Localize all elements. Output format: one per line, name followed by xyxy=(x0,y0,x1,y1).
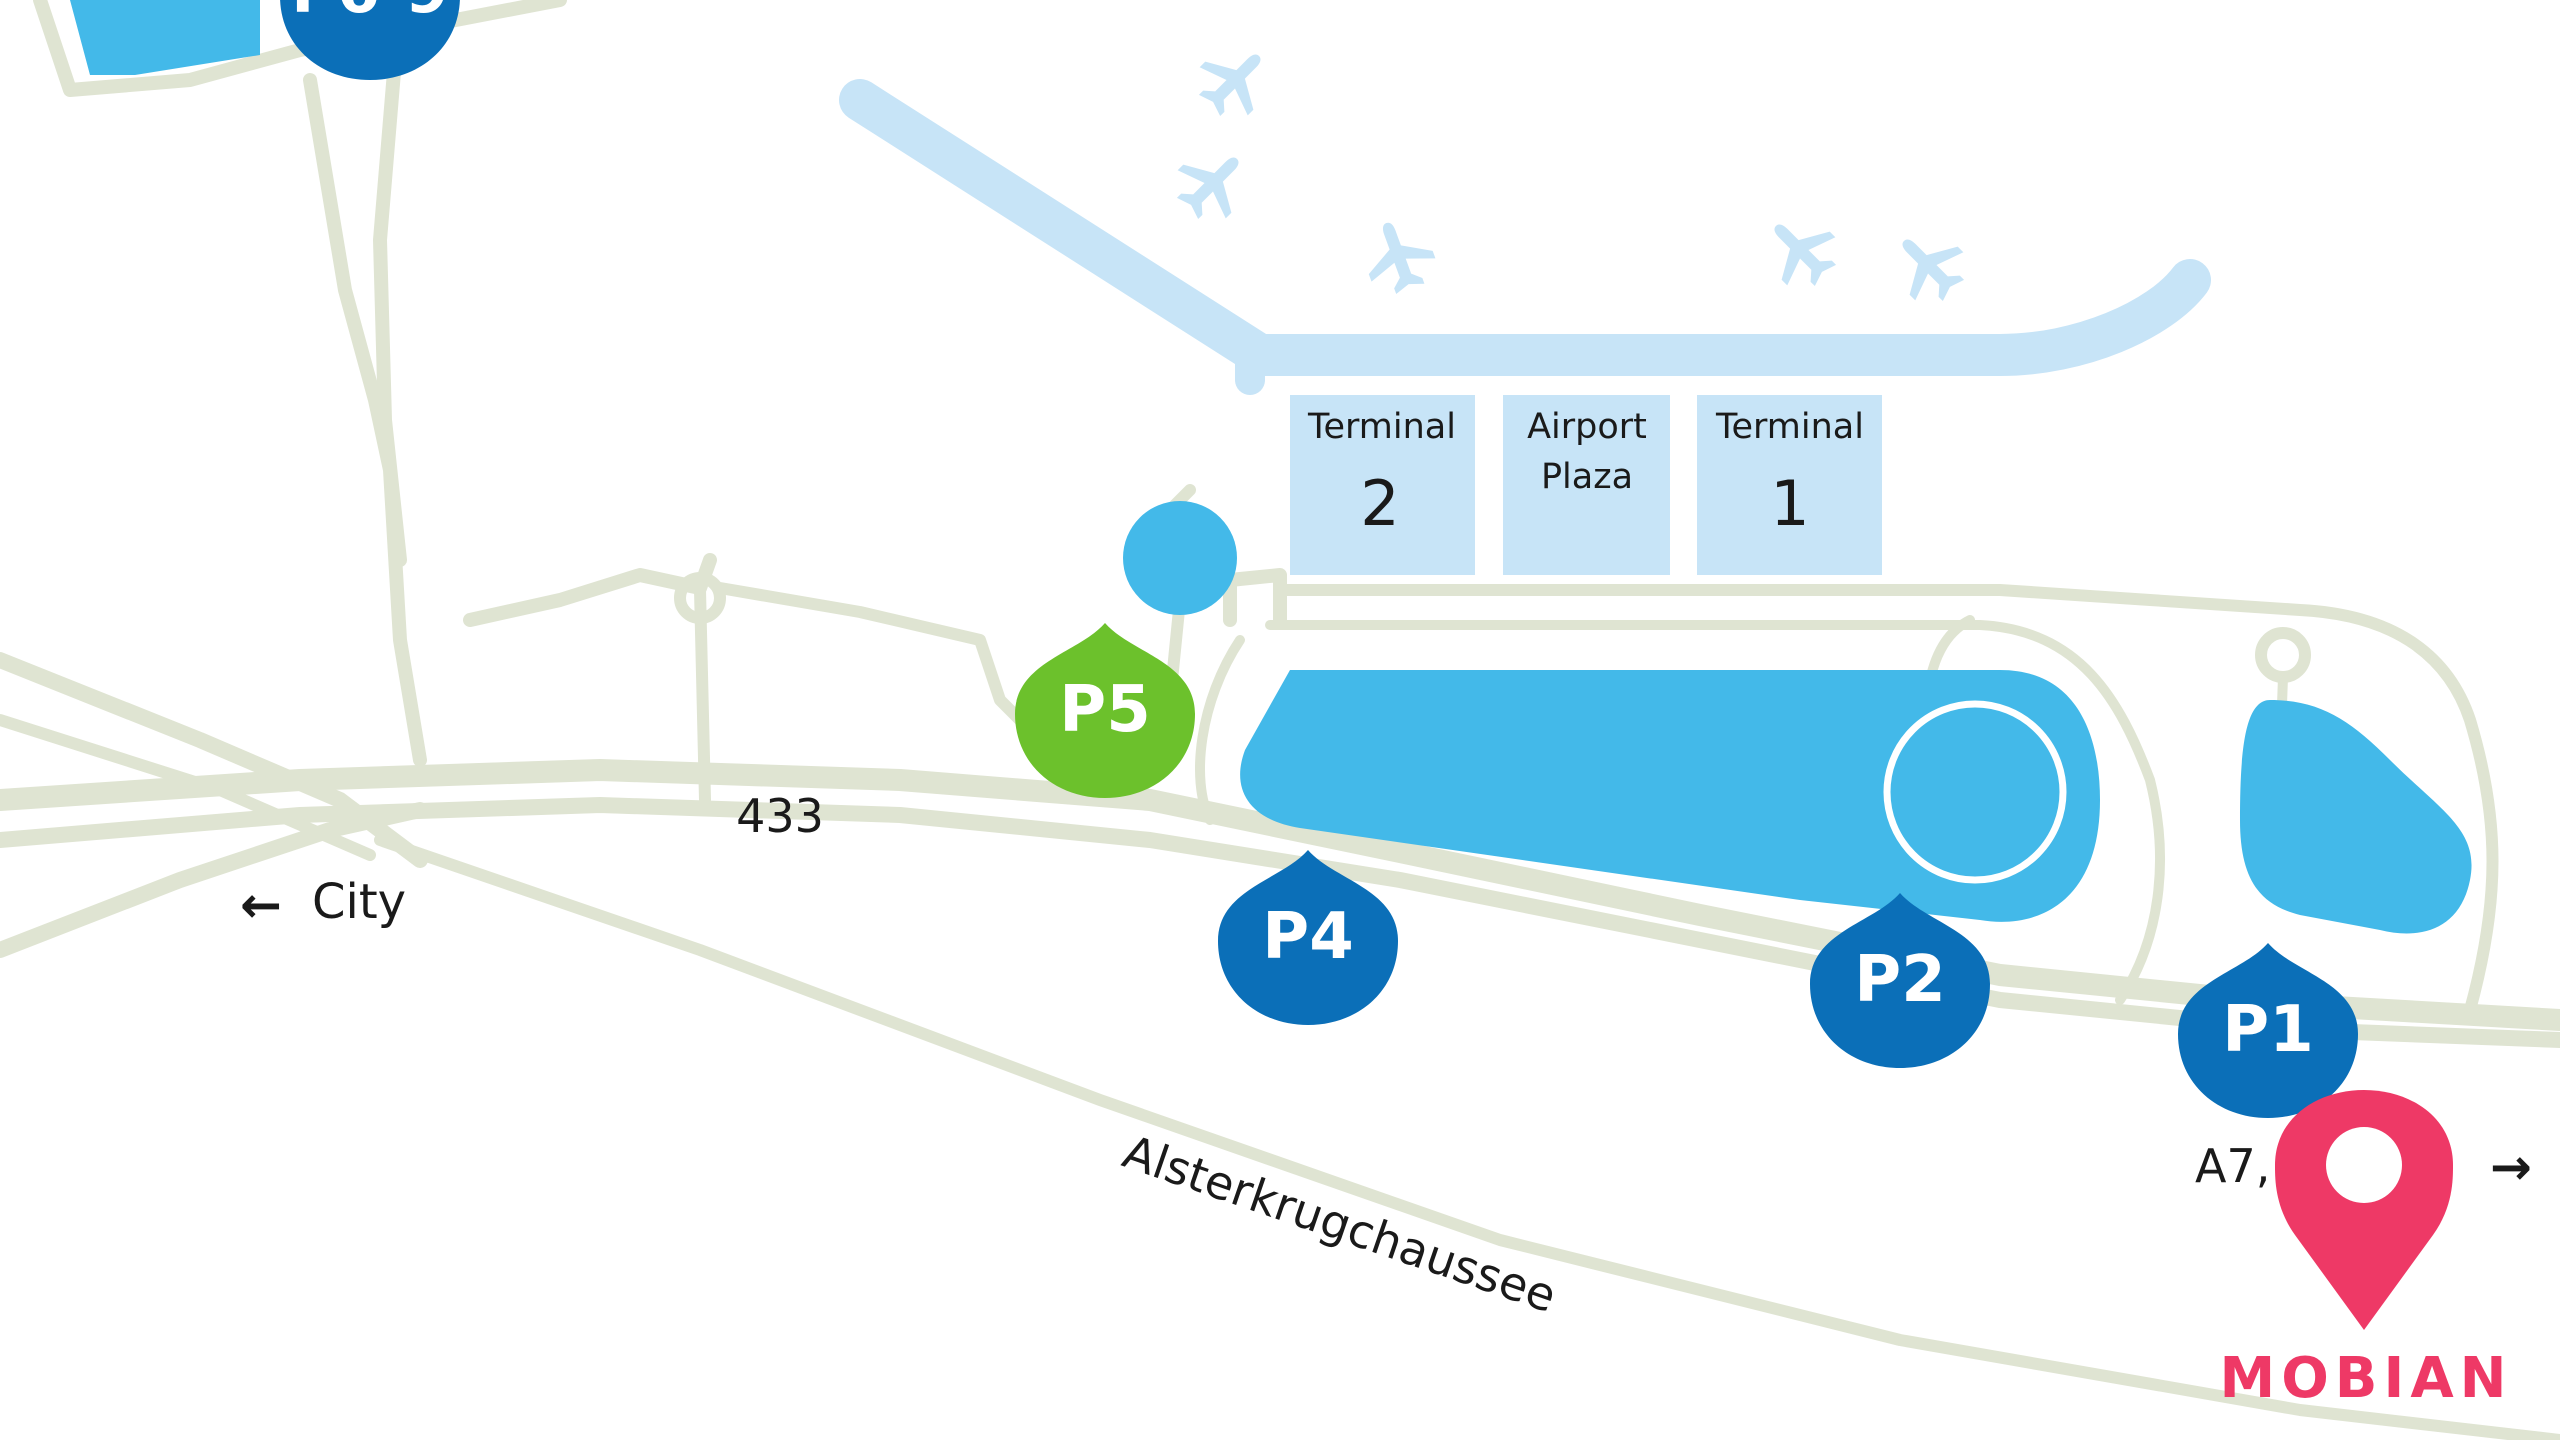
terminal-2[interactable]: Terminal 2 xyxy=(1290,395,1475,575)
parking-lots xyxy=(70,0,2472,934)
parking-pins: P6-9P5P4P2P1 xyxy=(280,0,2358,1118)
terminal-2-label: Terminal xyxy=(1307,407,1456,447)
parking-pin-label: P6-9 xyxy=(291,0,448,27)
airport-plaza-label-2: Plaza xyxy=(1541,457,1633,497)
parking-pin-p2[interactable]: P2 xyxy=(1810,893,1990,1068)
parking-pin-p4[interactable]: P4 xyxy=(1218,850,1398,1025)
parking-pin-label: P1 xyxy=(2222,993,2313,1067)
airplanes xyxy=(1163,31,1978,315)
parking-lot-p5 xyxy=(1123,501,1237,615)
apron-area xyxy=(839,79,2211,395)
parking-lot-p1 xyxy=(2240,700,2472,934)
direction-city: ← City xyxy=(240,874,406,934)
parking-lot-p6-9 xyxy=(70,0,260,75)
terminal-1-number: 1 xyxy=(1770,467,1809,540)
airplane-icon xyxy=(1185,31,1284,130)
parking-pin-label: P5 xyxy=(1059,673,1150,747)
airplane-icon xyxy=(1163,134,1262,233)
airport-plaza[interactable]: Airport Plaza xyxy=(1503,395,1670,575)
airplane-icon xyxy=(1879,216,1978,315)
location-pin-icon xyxy=(2275,1090,2453,1330)
parking-lot-p2-p4 xyxy=(1240,670,2100,922)
airplane-icon xyxy=(1751,201,1850,300)
airport-plaza-label: Airport xyxy=(1527,407,1647,447)
parking-pin-label: P2 xyxy=(1854,943,1945,1017)
mobian-logo: MOBIAN xyxy=(2219,1090,2512,1411)
airplane-icon xyxy=(1354,211,1443,301)
alsterkrugchaussee-label: Alsterkrugchaussee xyxy=(1116,1124,1563,1323)
parking-pin-p5[interactable]: P5 xyxy=(1015,623,1195,798)
terminal-2-number: 2 xyxy=(1360,467,1399,540)
parking-pin-p1[interactable]: P1 xyxy=(2178,943,2358,1118)
parking-pin-p6-9[interactable]: P6-9 xyxy=(280,0,460,80)
brand-name: MOBIAN xyxy=(2219,1346,2512,1411)
arrow-left-icon: ← xyxy=(240,876,282,934)
terminal-1[interactable]: Terminal 1 xyxy=(1697,395,1882,575)
route-433-label: 433 xyxy=(736,789,824,843)
direction-city-label: City xyxy=(312,874,406,930)
terminal-1-label: Terminal xyxy=(1715,407,1864,447)
arrow-right-icon: → xyxy=(2490,1138,2532,1196)
parking-pin-label: P4 xyxy=(1262,900,1353,974)
